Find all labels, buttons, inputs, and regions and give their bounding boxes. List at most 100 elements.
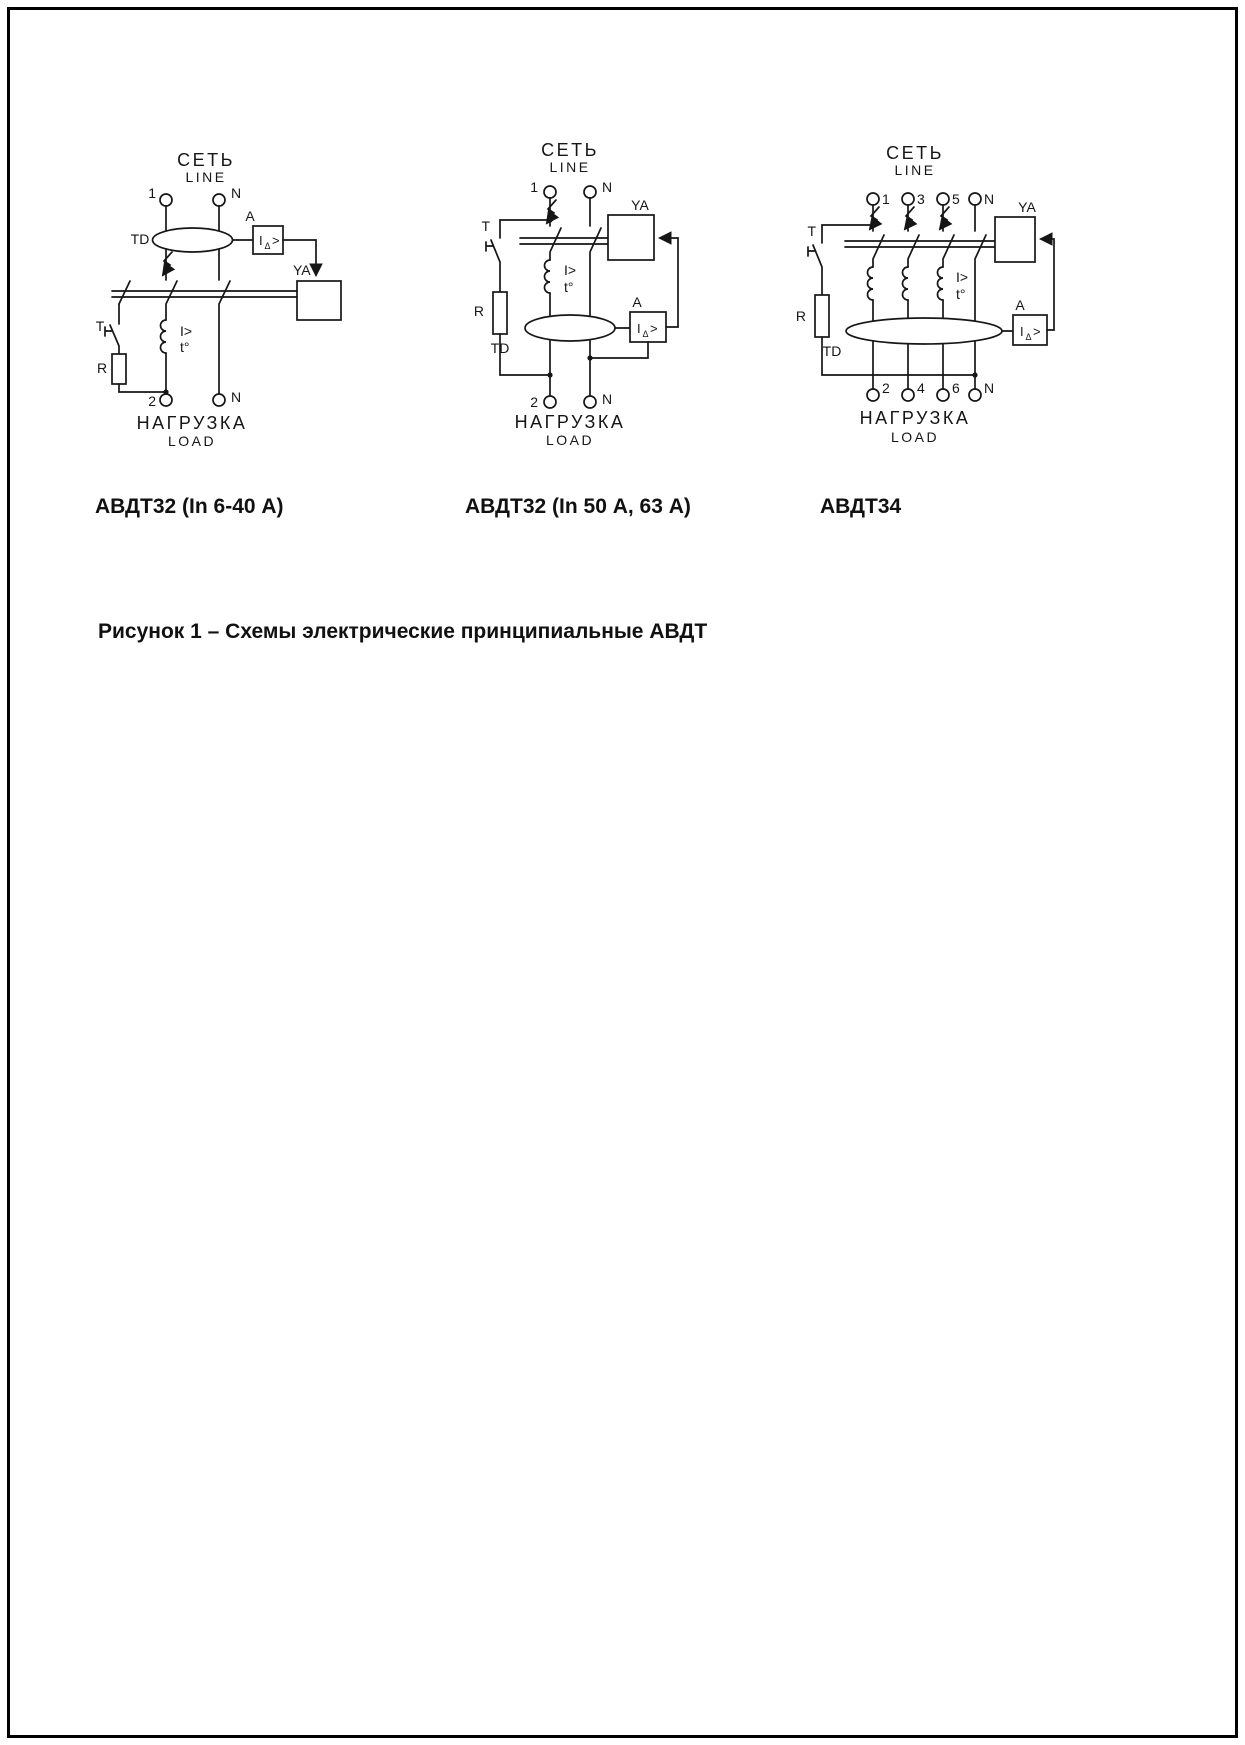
terminal-circle — [936, 388, 950, 402]
neutral-conductor — [589, 197, 602, 397]
terminal-circle — [866, 192, 880, 206]
net-label: СЕТЬ — [541, 140, 599, 160]
thermal-magnetic-release: I> t° — [159, 319, 192, 355]
diff-current-symbol: I — [259, 233, 263, 248]
terminal-circle — [212, 193, 226, 207]
phase-conductor — [549, 197, 562, 397]
thermal-label: t° — [564, 279, 574, 295]
resistor-return-wire — [118, 383, 167, 393]
line-terminals: 1 N — [148, 185, 241, 207]
td-core — [845, 317, 1003, 345]
neutral-conductor — [974, 204, 987, 390]
terminal-label: N — [231, 185, 241, 201]
diff-current-symbol: I — [1020, 324, 1024, 339]
terminal-circle — [583, 185, 597, 199]
test-contact-arm — [118, 280, 131, 305]
terminal-label: 2 — [148, 393, 156, 409]
resistor-return-wire — [499, 333, 551, 376]
a-to-ya-wire — [1038, 232, 1055, 331]
net-label: СЕТЬ — [886, 143, 944, 163]
a-label: A — [632, 294, 642, 310]
junction-dot — [547, 372, 553, 378]
trip-coil-module: YA — [607, 197, 655, 261]
junction-dot — [870, 222, 876, 228]
document-page: СЕТЬ LINE 1 N TD A I Δ > YA — [7, 7, 1238, 1738]
load-label-en: LOAD — [546, 432, 594, 448]
terminal-label: 1 — [530, 179, 538, 195]
terminal-label: 2 — [530, 394, 538, 410]
trip-bar-lines — [519, 237, 609, 245]
test-button-contact — [485, 219, 551, 293]
terminal-label: N — [231, 389, 241, 405]
differential-relay-module: A I Δ > — [245, 208, 284, 255]
trip-bar — [111, 280, 298, 305]
line-terminals: 1 3 5 N — [866, 191, 994, 207]
schematic-avdt32-6-40: СЕТЬ LINE 1 N TD A I Δ > YA — [96, 150, 342, 449]
terminal-circle — [968, 192, 982, 206]
trip-arrow-icon — [938, 206, 953, 231]
test-button-contact — [807, 224, 874, 296]
terminal-circle — [159, 393, 173, 407]
thermal-magnetic-release: I> t° — [543, 259, 576, 295]
thermal-label: t° — [956, 286, 966, 302]
diagram-title-avdt32-50-63: АВДТ32 (In 50 А, 63 А) — [465, 495, 691, 518]
thermal-label: t° — [180, 339, 190, 355]
r-label: R — [474, 303, 484, 319]
ya-box — [994, 216, 1036, 263]
test-button: T — [481, 217, 553, 293]
trip-coil-module: YA — [994, 199, 1036, 263]
terminal-circle — [543, 395, 557, 409]
diff-gt-symbol: > — [272, 233, 280, 248]
trip-arrow-icon — [161, 251, 176, 277]
junction-dot — [972, 372, 978, 378]
resistor-return-wire — [821, 336, 976, 376]
thermal-magnetic-release: I> t° — [866, 266, 968, 302]
load-terminals: 2 4 6 N — [866, 380, 994, 402]
terminal-label: 6 — [952, 380, 960, 396]
t-label: T — [807, 223, 816, 239]
load-terminals: 2 N — [148, 389, 241, 409]
schematic-avdt34: СЕТЬ LINE 1 3 5 N YA T — [796, 143, 1055, 445]
load-label-ru: НАГРУЗКА — [137, 413, 248, 433]
differential-relay-module: A I Δ > — [1012, 297, 1048, 346]
resistor-body — [814, 294, 830, 338]
t-label: T — [481, 218, 490, 234]
terminal-circle — [583, 395, 597, 409]
terminal-circle — [159, 193, 173, 207]
diff-gt-symbol: > — [1033, 324, 1041, 339]
diagram-title-avdt34: АВДТ34 — [820, 495, 902, 518]
diagram-title-avdt32-6-40: АВДТ32 (In 6-40 А) — [95, 495, 284, 518]
heater-coil — [543, 259, 551, 294]
heater-coil — [936, 266, 944, 301]
terminal-label: 1 — [148, 185, 156, 201]
diff-current-symbol: I — [637, 321, 641, 336]
td-label: TD — [823, 343, 842, 359]
a-to-ya-wire — [282, 239, 323, 278]
a-to-ya-wire — [657, 231, 679, 328]
junction-dot — [587, 355, 593, 361]
overcurrent-label: I> — [564, 262, 576, 278]
line-terminals: 1 N — [530, 179, 612, 199]
a-label: A — [245, 208, 255, 224]
t-label: T — [96, 318, 105, 334]
a-to-neutral-wire — [589, 341, 649, 359]
trip-bar-lines — [844, 240, 996, 248]
terminal-circle — [212, 393, 226, 407]
differential-relay-module: A I Δ > — [629, 294, 667, 343]
test-button-contact — [104, 303, 120, 355]
heater-coil — [159, 319, 167, 354]
phase-conductor-5 — [942, 204, 955, 390]
overcurrent-label: I> — [956, 269, 968, 285]
net-label: СЕТЬ — [177, 150, 235, 170]
td-label: TD — [131, 231, 150, 247]
test-resistor: R — [97, 353, 169, 395]
terminal-circle — [968, 388, 982, 402]
heater-coil — [866, 266, 874, 301]
terminal-circle — [543, 185, 557, 199]
terminal-circle — [901, 388, 915, 402]
load-terminals: 2 N — [530, 391, 612, 410]
td-core — [151, 227, 234, 253]
phase-conductor-1 — [872, 204, 885, 390]
figure-caption: Рисунок 1 – Схемы электрические принципи… — [98, 620, 708, 643]
phase-conductor-3 — [907, 204, 920, 390]
